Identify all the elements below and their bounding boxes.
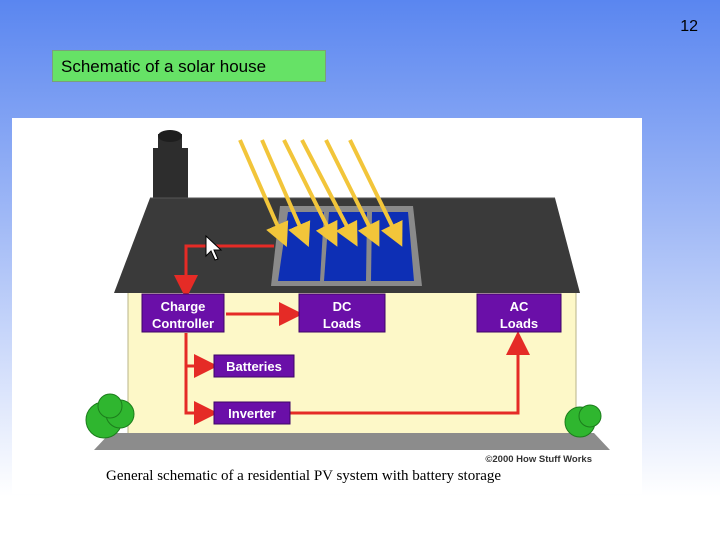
- mouse-cursor-icon: [205, 234, 223, 261]
- charge-controller-box: Charge Controller: [141, 293, 225, 333]
- ac-loads-box: AC Loads: [476, 293, 562, 333]
- chimney: [153, 130, 188, 200]
- slide-number: 12: [680, 18, 698, 35]
- solar-panel: [271, 206, 422, 286]
- batteries-label: Batteries: [226, 359, 282, 374]
- diagram-caption: General schematic of a residential PV sy…: [106, 468, 501, 484]
- batteries-box: Batteries: [213, 354, 295, 378]
- wiring-arrows: [174, 244, 530, 425]
- dc-loads-label-2: Loads: [323, 316, 361, 331]
- slide-title: Schematic of a solar house: [52, 50, 326, 82]
- solar-house-diagram: Charge Controller DC Loads AC Loads Batt…: [12, 118, 642, 494]
- ac-loads-label-2: Loads: [500, 316, 538, 331]
- ac-loads-label-1: AC: [510, 299, 529, 314]
- bush-right: [564, 404, 602, 438]
- ground: [94, 433, 610, 450]
- inverter-box: Inverter: [213, 401, 291, 425]
- dc-loads-box: DC Loads: [298, 293, 386, 333]
- charge-controller-label-1: Charge: [161, 299, 206, 314]
- bush-left: [85, 393, 135, 439]
- charge-controller-label-2: Controller: [152, 316, 214, 331]
- image-credit: ©2000 How Stuff Works: [485, 454, 592, 465]
- dc-loads-label-1: DC: [333, 299, 352, 314]
- sun-rays: [238, 139, 403, 247]
- inverter-label: Inverter: [228, 406, 276, 421]
